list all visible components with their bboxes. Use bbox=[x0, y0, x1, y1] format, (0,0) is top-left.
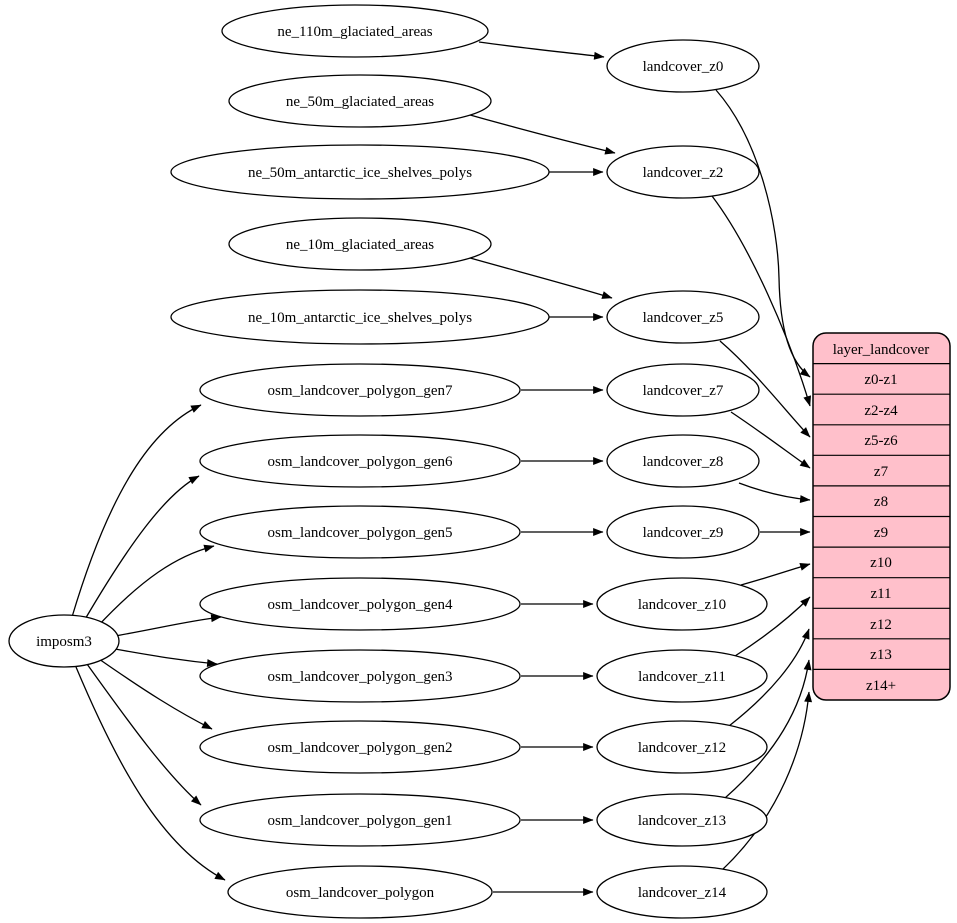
edge-imposm3-osm_landcover_polygon_gen5 bbox=[96, 544, 215, 628]
node-landcover_z11: landcover_z11 bbox=[596, 649, 768, 703]
record-row-z5-z6: z5-z6 bbox=[864, 433, 898, 449]
record-title: layer_landcover bbox=[833, 342, 930, 358]
node-landcover_z10: landcover_z10 bbox=[596, 577, 768, 631]
node-osm_landcover_polygon_gen3: osm_landcover_polygon_gen3 bbox=[199, 649, 521, 703]
record-row-z14plus: z14+ bbox=[866, 678, 896, 694]
edge-landcover_z8-row-z8 bbox=[738, 482, 811, 503]
edge-ne_50m_glaciated_areas-landcover_z2 bbox=[462, 112, 616, 155]
node-osm_landcover_polygon_gen6: osm_landcover_polygon_gen6 bbox=[199, 434, 521, 488]
edge-imposm3-osm_landcover_polygon_gen2 bbox=[98, 658, 213, 730]
edge-landcover_z13-row-z13 bbox=[724, 659, 812, 799]
node-osm_landcover_polygon_gen2: osm_landcover_polygon_gen2 bbox=[199, 720, 521, 774]
edge-landcover_z5-row-z5-z6 bbox=[719, 340, 811, 438]
node-landcover_z2: landcover_z2 bbox=[606, 145, 760, 199]
node-label: osm_landcover_polygon_gen4 bbox=[268, 597, 453, 613]
record-row-z10: z10 bbox=[870, 555, 892, 571]
edge-imposm3-osm_landcover_polygon_gen3 bbox=[114, 648, 218, 667]
node-label: landcover_z14 bbox=[638, 885, 727, 901]
node-label: ne_10m_glaciated_areas bbox=[286, 237, 434, 253]
record-row-z11: z11 bbox=[870, 586, 891, 602]
node-label: ne_10m_antarctic_ice_shelves_polys bbox=[248, 310, 472, 326]
node-label: ne_110m_glaciated_areas bbox=[277, 24, 432, 40]
node-ne_50m_glaciated_areas: ne_50m_glaciated_areas bbox=[228, 74, 492, 128]
record-row-z2-z4: z2-z4 bbox=[864, 403, 898, 419]
node-osm_landcover_polygon_gen5: osm_landcover_polygon_gen5 bbox=[199, 505, 521, 559]
node-osm_landcover_polygon_gen1: osm_landcover_polygon_gen1 bbox=[199, 793, 521, 847]
node-label: ne_50m_glaciated_areas bbox=[286, 94, 434, 110]
record-row-z0-z1: z0-z1 bbox=[864, 372, 897, 388]
node-label: landcover_z12 bbox=[638, 740, 726, 756]
node-label: landcover_z8 bbox=[643, 454, 724, 470]
node-ne_50m_antarctic_ice_shelves_polys: ne_50m_antarctic_ice_shelves_polys bbox=[170, 144, 550, 200]
edge-landcover_z12-row-z12 bbox=[728, 628, 810, 727]
record-row-z8: z8 bbox=[874, 494, 888, 510]
edge-imposm3-osm_landcover_polygon_gen4 bbox=[114, 614, 222, 637]
node-label: landcover_z11 bbox=[638, 669, 726, 685]
node-label: osm_landcover_polygon_gen3 bbox=[268, 669, 453, 685]
node-imposm3-label: imposm3 bbox=[36, 634, 92, 650]
edge-imposm3-osm_landcover_polygon_gen1 bbox=[86, 663, 202, 806]
edge-ne_110m_glaciated_areas-landcover_z0 bbox=[478, 41, 605, 60]
node-landcover_z8: landcover_z8 bbox=[606, 434, 760, 488]
edge-landcover_z11-row-z11 bbox=[734, 596, 811, 657]
edge-imposm3-osm_landcover_polygon_gen6 bbox=[83, 475, 200, 622]
node-label: landcover_z9 bbox=[643, 525, 724, 541]
node-landcover_z14: landcover_z14 bbox=[596, 865, 768, 919]
node-osm_landcover_polygon_gen7: osm_landcover_polygon_gen7 bbox=[199, 363, 521, 417]
edge-imposm3-osm_landcover_polygon_gen7 bbox=[71, 404, 202, 618]
edge-landcover_z14-row-z14plus bbox=[721, 691, 813, 871]
node-label: osm_landcover_polygon_gen7 bbox=[268, 383, 453, 399]
record-row-z7: z7 bbox=[874, 464, 889, 480]
node-osm_landcover_polygon: osm_landcover_polygon bbox=[227, 865, 493, 919]
node-label: landcover_z7 bbox=[643, 383, 724, 399]
edge-landcover_z2-row-z2-z4 bbox=[711, 195, 812, 407]
node-landcover_z12: landcover_z12 bbox=[596, 720, 768, 774]
node-label: osm_landcover_polygon_gen5 bbox=[268, 525, 453, 541]
edge-ne_10m_glaciated_areas-landcover_z5 bbox=[462, 255, 613, 299]
node-label: osm_landcover_polygon_gen1 bbox=[268, 813, 453, 829]
edge-landcover_z10-row-z10 bbox=[740, 563, 811, 586]
node-ne_10m_glaciated_areas: ne_10m_glaciated_areas bbox=[228, 217, 492, 271]
node-landcover_z13: landcover_z13 bbox=[596, 793, 768, 847]
node-osm_landcover_polygon_gen4: osm_landcover_polygon_gen4 bbox=[199, 577, 521, 631]
node-label: landcover_z13 bbox=[638, 813, 726, 829]
record-row-z13: z13 bbox=[870, 647, 892, 663]
node-label: ne_50m_antarctic_ice_shelves_polys bbox=[248, 165, 472, 181]
record-row-z12: z12 bbox=[870, 617, 892, 633]
node-label: osm_landcover_polygon_gen6 bbox=[268, 454, 453, 470]
edge-landcover_z7-row-z7 bbox=[730, 411, 811, 469]
node-label: landcover_z0 bbox=[643, 59, 724, 75]
node-label: landcover_z5 bbox=[643, 310, 724, 326]
edge-imposm3-osm_landcover_polygon bbox=[75, 666, 226, 881]
node-landcover_z5: landcover_z5 bbox=[606, 290, 760, 344]
record-row-z9: z9 bbox=[874, 525, 888, 541]
node-label: landcover_z2 bbox=[643, 165, 724, 181]
node-label: landcover_z10 bbox=[638, 597, 726, 613]
node-label: osm_landcover_polygon bbox=[286, 885, 435, 901]
node-landcover_z7: landcover_z7 bbox=[606, 363, 760, 417]
node-landcover_z9: landcover_z9 bbox=[606, 505, 760, 559]
node-landcover_z0: landcover_z0 bbox=[606, 39, 760, 93]
node-imposm3: imposm3 bbox=[8, 614, 120, 668]
node-ne_110m_glaciated_areas: ne_110m_glaciated_areas bbox=[221, 4, 489, 58]
node-label: osm_landcover_polygon_gen2 bbox=[268, 740, 453, 756]
node-layer_landcover: layer_landcover z0-z1 z2-z4 z5-z6 z7 z8 … bbox=[812, 332, 951, 701]
edges bbox=[71, 41, 813, 896]
node-ne_10m_antarctic_ice_shelves_polys: ne_10m_antarctic_ice_shelves_polys bbox=[170, 289, 550, 345]
